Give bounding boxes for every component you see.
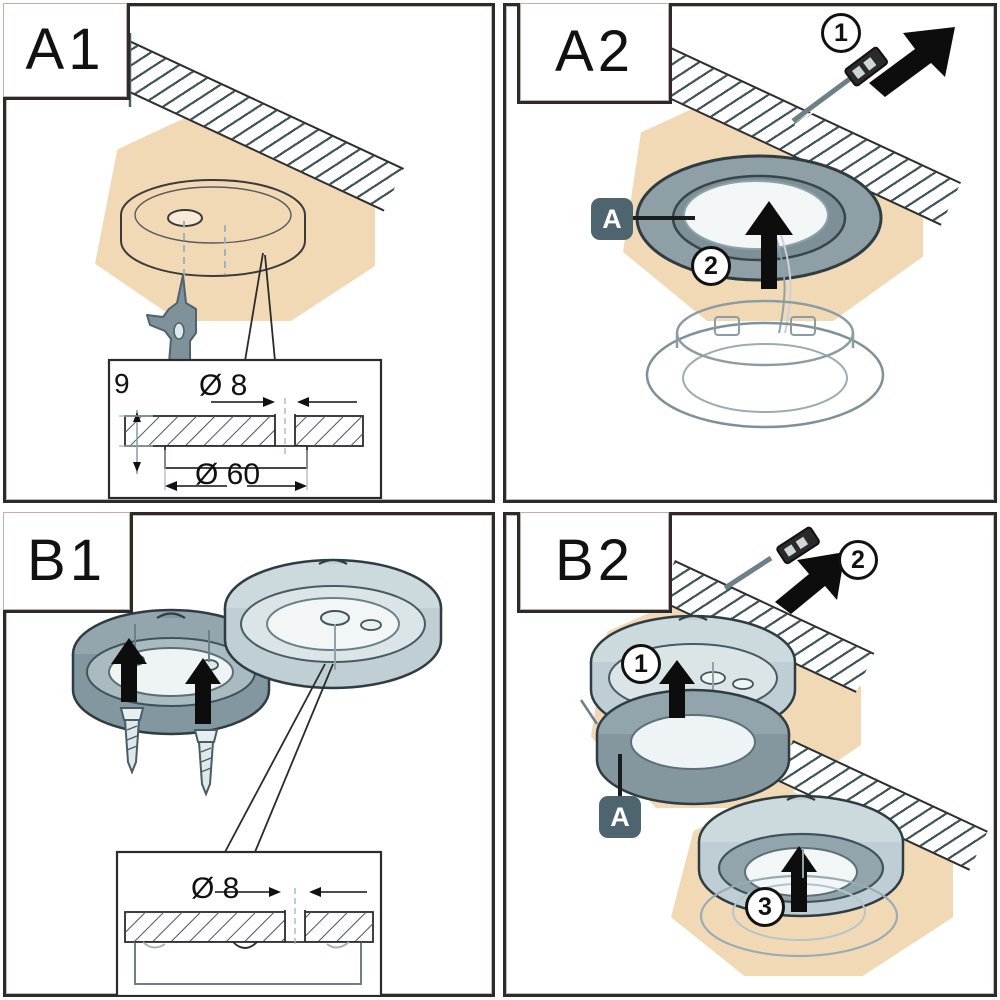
dimension-hole-d8-b1: Ø 8 <box>191 872 240 905</box>
panel-code-b1: B1 <box>3 512 133 613</box>
b1-linework <box>71 558 443 853</box>
step-marker-1-a2-label: 1 <box>834 18 848 47</box>
panel-b2-frame <box>503 512 997 997</box>
step-marker-2-a2: 2 <box>691 246 731 286</box>
arrow-step1-a2 <box>869 27 955 97</box>
panel-b1: Ø 8 B D 1 2 B1 <box>3 512 495 997</box>
panel-code-a2-label: A2 <box>555 19 634 84</box>
panel-code-a1: A1 <box>3 3 130 100</box>
step-marker-3-b2: 3 <box>745 887 785 927</box>
screw-right <box>193 729 219 797</box>
step-marker-2-b2-label: 2 <box>851 545 865 574</box>
section-detail-a1 <box>107 358 383 500</box>
badge-a-a2-label: A <box>602 203 622 234</box>
step-marker-2-b2: 2 <box>838 540 878 580</box>
screw-left <box>119 707 145 775</box>
step-marker-3-b2-label: 3 <box>758 892 772 921</box>
panel-code-b2: B2 <box>517 512 672 613</box>
step-marker-1-b2-label: 1 <box>634 649 648 678</box>
panel-a2-frame <box>503 3 997 503</box>
panel-a1: 9 Ø 8 Ø 60 A1 <box>3 3 495 503</box>
panel-code-b1-label: B1 <box>27 528 106 593</box>
section-detail-b1 <box>115 850 383 997</box>
dimension-hole-d8: Ø 8 <box>199 369 248 402</box>
panel-a1-frame <box>3 3 495 503</box>
badge-a-a2: A <box>591 198 633 240</box>
step-marker-1-b2: 1 <box>621 644 661 684</box>
badge-a-b2: A <box>599 796 641 838</box>
badge-a-b2-leader <box>618 754 622 798</box>
panel-code-a1-label: A1 <box>25 17 105 82</box>
badge-a-a2-leader <box>633 216 695 220</box>
a1-linework <box>120 33 306 362</box>
step-marker-1-a2: 1 <box>821 13 861 53</box>
panel-code-a2: A2 <box>517 3 672 104</box>
panel-b2: 1 2 3 A B2 <box>503 512 997 997</box>
dimension-thickness-9: 9 <box>114 368 130 399</box>
badge-a-b2-label: A <box>610 801 630 832</box>
panel-a2: A 1 2 A2 <box>503 3 997 503</box>
panel-code-b2-label: B2 <box>555 528 634 593</box>
dimension-recess-d60: Ø 60 <box>195 458 261 491</box>
step-marker-2-a2-label: 2 <box>704 251 718 280</box>
